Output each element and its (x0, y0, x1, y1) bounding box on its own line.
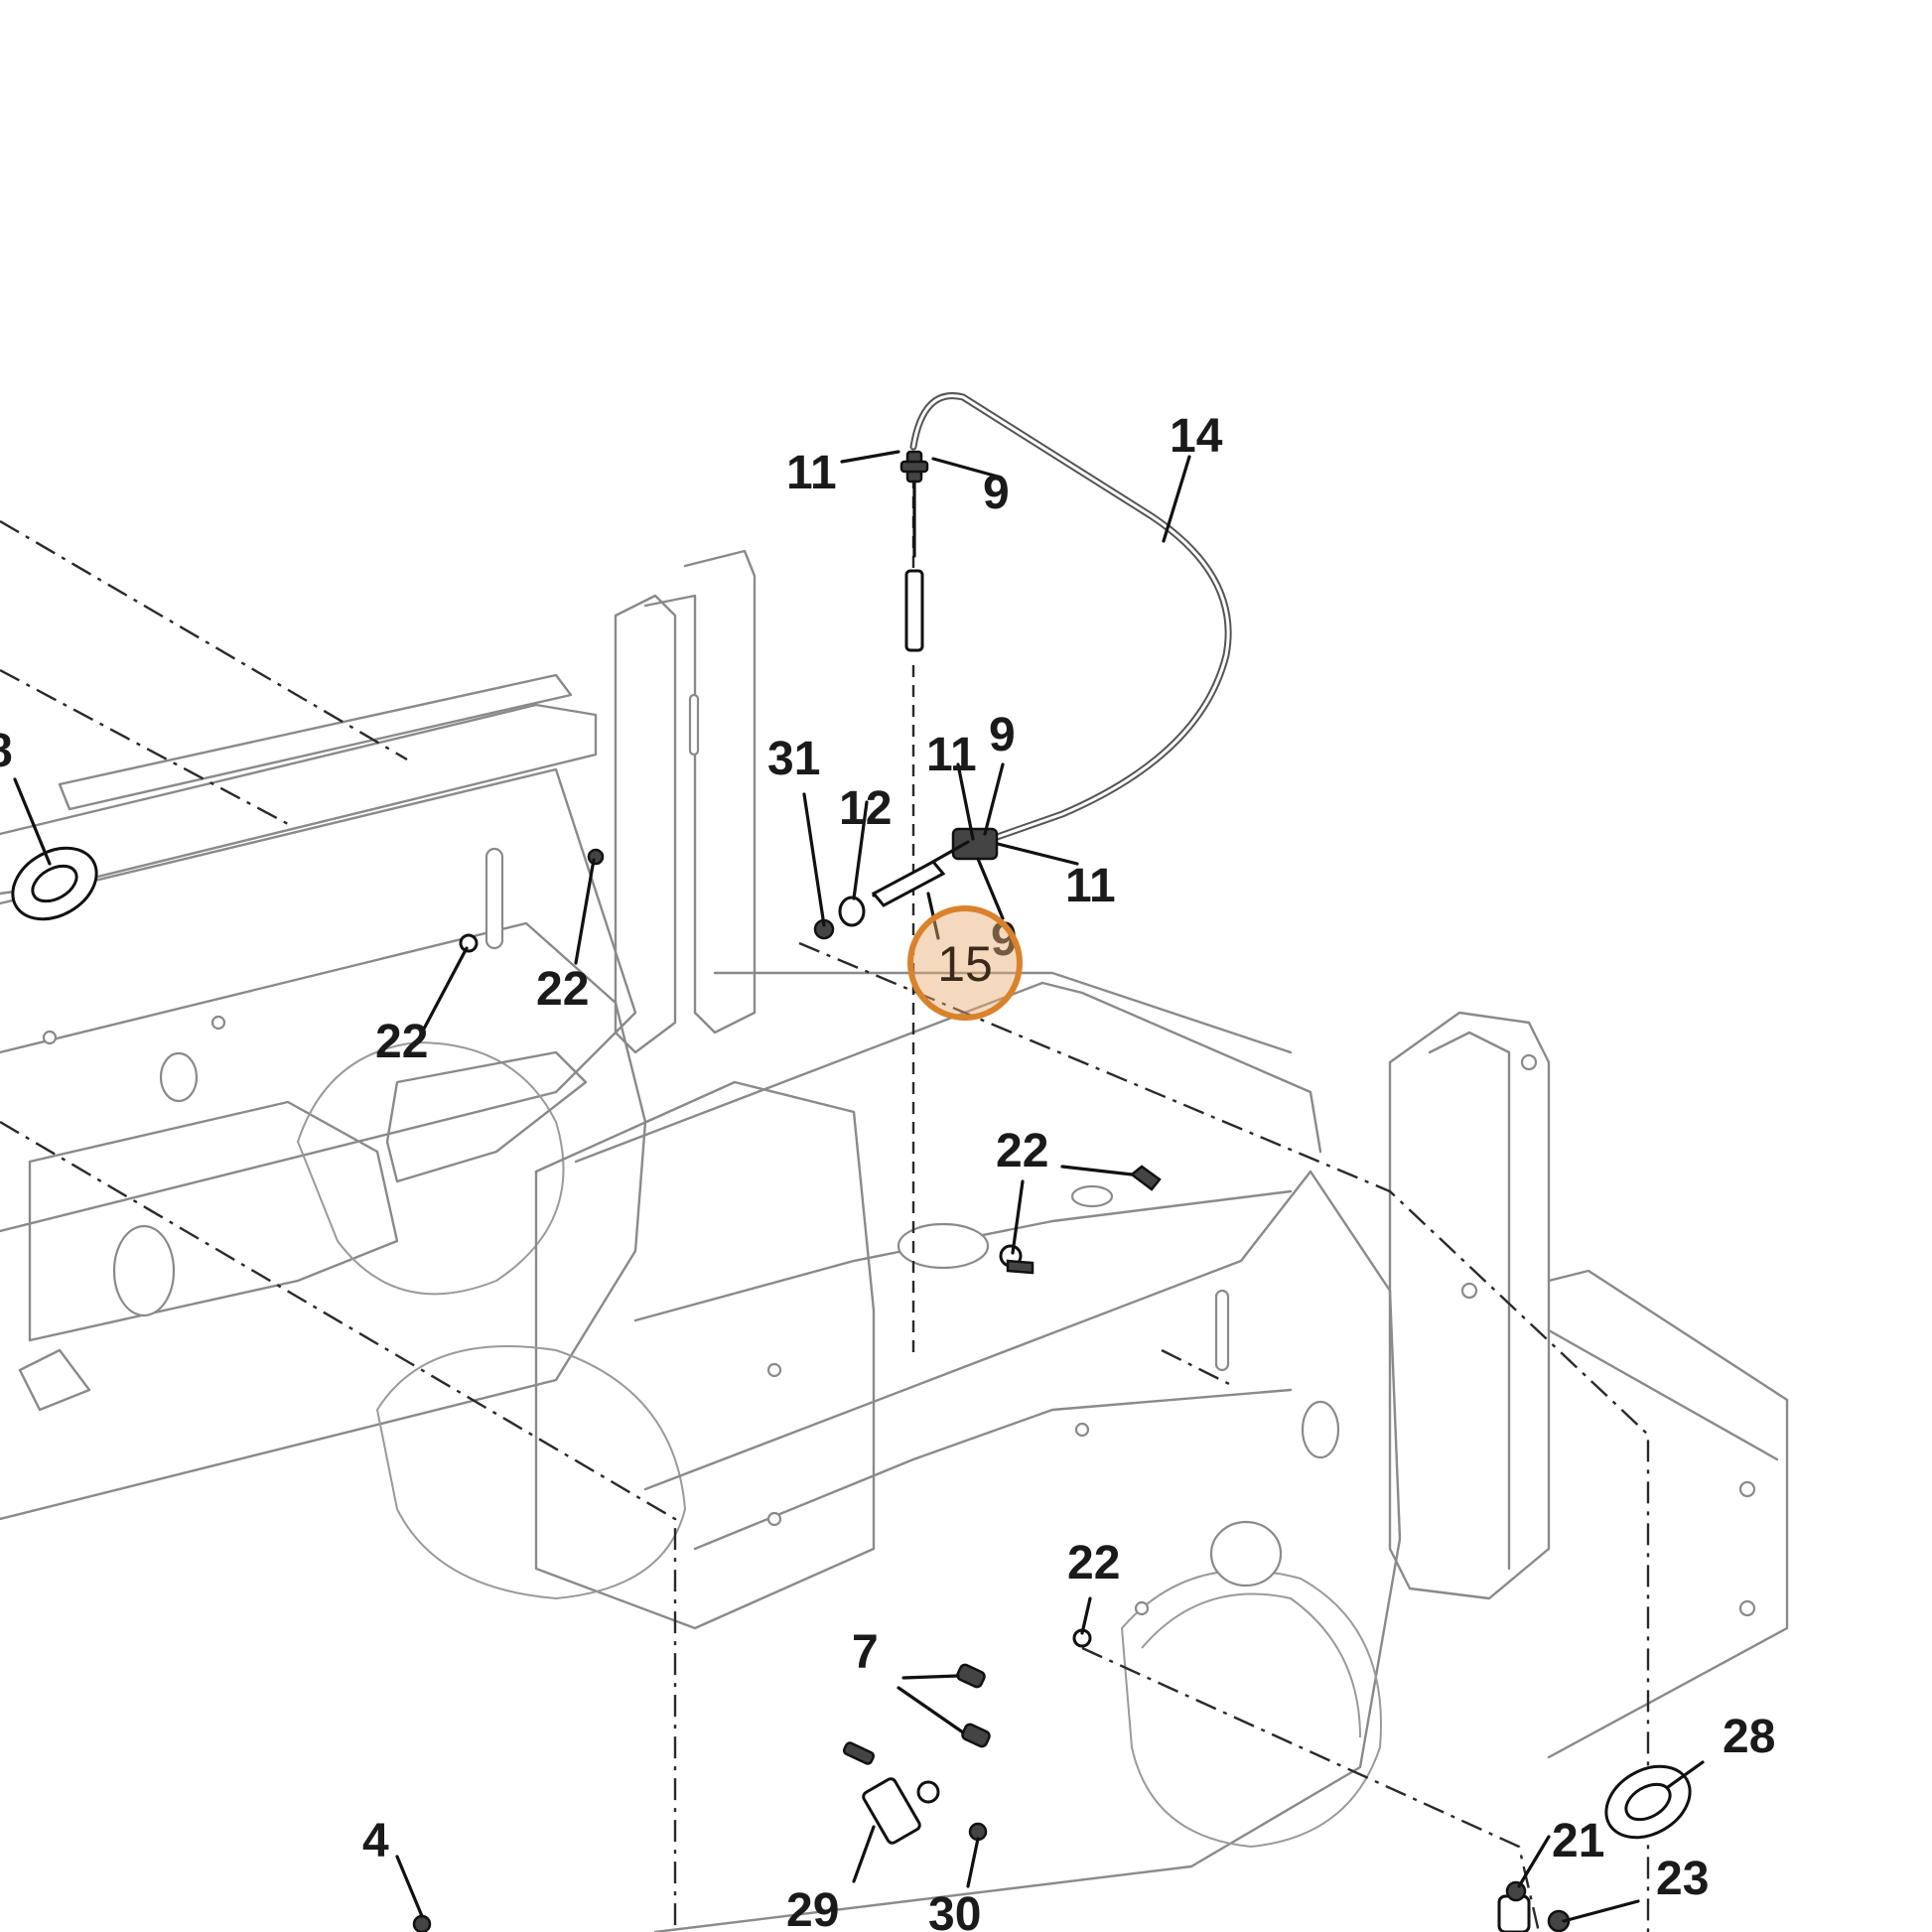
callout-11-mid: 11 (926, 729, 977, 781)
callout-22-a: 22 (536, 963, 589, 1016)
callout-30: 30 (928, 1888, 981, 1932)
callout-29: 29 (786, 1884, 839, 1932)
cable-assembly (871, 392, 1232, 907)
alignment-lines (0, 457, 1650, 1932)
callout-labels: 14 11 9 31 12 11 9 11 9 22 22 22 22 8 7 … (0, 410, 1775, 1932)
callout-7: 7 (852, 1626, 879, 1679)
callout-28: 28 (1723, 1711, 1775, 1763)
callout-31: 31 (767, 733, 820, 785)
fasteners (11, 846, 1692, 1932)
callout-8: 8 (0, 725, 13, 777)
callout-22-d: 22 (1067, 1537, 1120, 1589)
callout-11-top: 11 (786, 447, 837, 499)
callout-21: 21 (1552, 1815, 1604, 1867)
highlight-circle-marker[interactable] (907, 905, 1023, 1021)
highlighted-callout[interactable]: 15 (907, 905, 1023, 1021)
callout-4: 4 (362, 1815, 389, 1867)
callout-11-right: 11 (1065, 860, 1116, 912)
callout-9-mid: 9 (989, 709, 1016, 761)
callout-14: 14 (1170, 410, 1223, 463)
callout-22-c: 22 (996, 1125, 1048, 1177)
leader-lines (13, 450, 1705, 1923)
callout-23: 23 (1656, 1853, 1709, 1905)
callout-15: 15 (937, 936, 993, 992)
callout-22-b: 22 (375, 1016, 428, 1068)
callout-12: 12 (839, 782, 892, 835)
callout-9-top: 9 (983, 467, 1010, 519)
chassis-frame (0, 549, 1789, 1932)
